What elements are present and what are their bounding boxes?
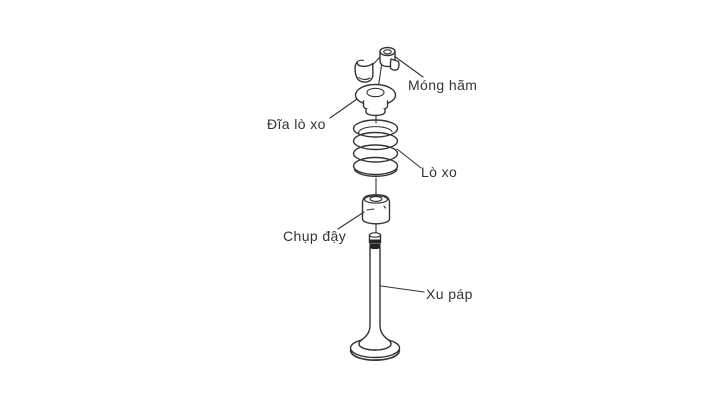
cap-face-dash xyxy=(366,208,375,211)
keeper-left-lip xyxy=(356,59,365,63)
label-stem-cap: Chụp đậy xyxy=(283,228,346,244)
cap-face-tick xyxy=(383,205,387,209)
leader-lines xyxy=(329,56,425,293)
valve-keeper-groove-band-1 xyxy=(369,239,381,243)
spring-wire-end-arc xyxy=(358,126,393,135)
keeper-left-half xyxy=(354,61,374,83)
cap-top-hole xyxy=(369,196,383,202)
diagram-artwork: Móng hãm Đĩa lò xo Lò xo Chụp đậy Xu páp xyxy=(267,46,477,362)
leader-stem-cap xyxy=(337,211,365,230)
label-keeper: Móng hãm xyxy=(408,77,477,93)
spring-retainer-drawing xyxy=(354,83,397,117)
keeper-right-top-ring xyxy=(379,46,396,57)
spring-coil xyxy=(352,119,399,138)
retainer-disc-hole xyxy=(366,87,385,98)
spring-coil xyxy=(352,144,399,163)
valve-keeper-groove-band-2 xyxy=(369,244,381,250)
valve-head-margin-line-2 xyxy=(350,352,400,362)
valve-drawing xyxy=(349,232,401,362)
leader-spring xyxy=(396,148,422,169)
retainer-boss-lower xyxy=(365,108,386,117)
label-spring: Lò xo xyxy=(421,164,457,180)
valve-keeper-drawing xyxy=(354,46,400,83)
leader-valve xyxy=(380,285,425,293)
keeper-right-flange xyxy=(389,58,400,71)
keeper-right-top-hole xyxy=(383,49,392,55)
spring-ground-coil-arc xyxy=(353,168,398,177)
stem-cap-drawing xyxy=(361,194,391,225)
leader-keeper xyxy=(394,56,424,78)
leader-spring-retainer xyxy=(329,98,358,119)
valve-stem xyxy=(358,246,392,351)
valve-spring-drawing xyxy=(352,119,399,177)
spring-coil xyxy=(352,131,399,151)
spring-coil xyxy=(352,156,399,176)
keeper-left-inner-arc xyxy=(358,76,371,80)
label-valve: Xu páp xyxy=(426,286,473,302)
valve-tip-top xyxy=(368,232,382,238)
label-spring-retainer: Đĩa lò xo xyxy=(267,116,326,132)
